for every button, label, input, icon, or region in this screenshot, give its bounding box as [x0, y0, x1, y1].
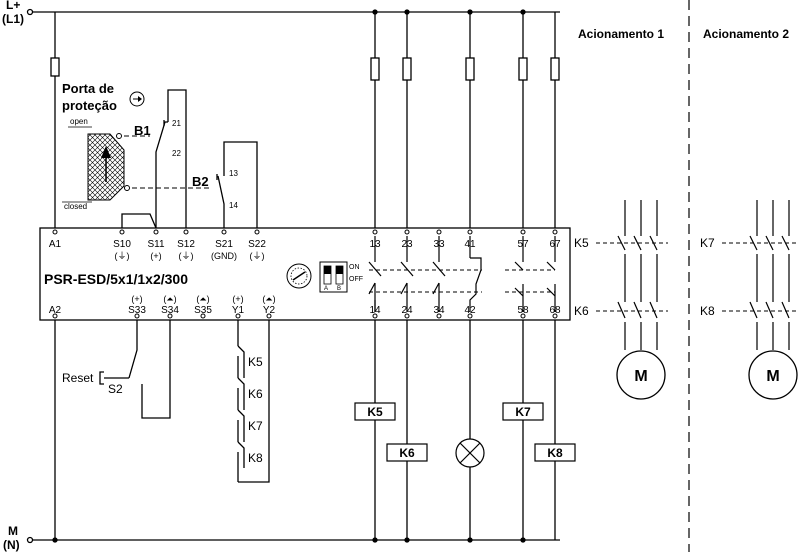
terminal-y1: Y1(+)	[232, 294, 245, 319]
drive1-power-lines	[617, 200, 658, 350]
drive1-contactor-bottom: K6	[574, 304, 589, 318]
terminal-s21: S21(GND)	[211, 229, 237, 261]
terminal-s33: S33(+)	[128, 294, 146, 319]
dip-on-label: ON	[349, 264, 360, 271]
indicator-lamp	[455, 438, 485, 468]
svg-text:(+): (+)	[150, 251, 161, 261]
svg-text:S33: S33	[128, 305, 146, 316]
terminal-s10: S10(⏚)	[113, 229, 131, 261]
output-branches	[372, 320, 556, 543]
guard-rotation-icon	[129, 91, 145, 107]
svg-text:(GND): (GND)	[211, 251, 237, 261]
svg-text:A1: A1	[49, 239, 62, 250]
reset-label: Reset	[62, 371, 94, 385]
terminal-a2: A2	[49, 305, 62, 319]
supply-top-sublabel: (L1)	[2, 12, 24, 26]
svg-text:M: M	[766, 368, 779, 385]
terminal-s34: S34(⏶)	[161, 294, 179, 319]
internal-linkage	[369, 269, 555, 293]
drive1-contactor-links	[596, 242, 668, 312]
svg-text:(⏶): (⏶)	[163, 294, 176, 304]
coil-k7: K7	[502, 402, 544, 421]
svg-text:K8: K8	[248, 451, 263, 465]
drive2-contactor-bottom: K8	[700, 304, 715, 318]
drive1-motor: M	[616, 350, 666, 400]
svg-text:B: B	[337, 286, 341, 292]
module-name: PSR-ESD/5x1/1x2/300	[44, 271, 188, 287]
svg-text:K6: K6	[248, 387, 263, 401]
svg-text:S10: S10	[113, 239, 131, 250]
guard-actuator-lines	[124, 135, 212, 189]
terminal-s12: S12(⏚)	[177, 229, 195, 261]
drive2-contactor-top: K7	[700, 236, 715, 250]
supply-bottom-label: M	[8, 524, 18, 538]
guard-closed-label: closed	[64, 202, 87, 211]
drive1-contactor-top: K5	[574, 236, 589, 250]
supply-bottom-sublabel: (N)	[3, 538, 20, 552]
b2-contact	[216, 141, 258, 228]
terminal-a1: A1	[49, 229, 62, 250]
dip-switch: A B	[319, 261, 348, 293]
svg-text:K5: K5	[367, 405, 383, 419]
svg-text:K7: K7	[515, 405, 531, 419]
svg-text:S34: S34	[161, 305, 179, 316]
svg-text:S35: S35	[194, 305, 212, 316]
svg-text:(⏚): (⏚)	[250, 251, 265, 261]
coil-k6: K6	[386, 443, 428, 462]
svg-text:(+): (+)	[232, 294, 243, 304]
svg-text:Y1: Y1	[232, 305, 245, 316]
svg-text:(⏶): (⏶)	[262, 294, 275, 304]
b1-contact	[155, 89, 187, 228]
svg-text:Y2: Y2	[263, 305, 276, 316]
terminal-y2: Y2(⏶)	[262, 294, 276, 319]
rotary-selector	[286, 263, 312, 289]
svg-text:S21: S21	[215, 239, 233, 250]
output-feeds	[370, 9, 560, 228]
terminal-s11: S11(+)	[147, 229, 165, 261]
svg-text:M: M	[634, 368, 647, 385]
svg-text:K7: K7	[248, 419, 263, 433]
b2-pin-bottom: 14	[229, 201, 238, 210]
drive2-motor: M	[748, 350, 798, 400]
b2-label: B2	[192, 174, 209, 189]
drive1-title: Acionamento 1	[578, 27, 664, 41]
svg-text:K5: K5	[248, 355, 263, 369]
b1-label: B1	[134, 123, 151, 138]
drive2-contactor-links	[722, 242, 798, 312]
reset-circuit	[99, 320, 171, 419]
svg-text:(⏚): (⏚)	[115, 251, 130, 261]
dip-off-label: OFF	[349, 276, 363, 283]
svg-text:S11: S11	[147, 239, 164, 250]
svg-text:(⏚): (⏚)	[179, 251, 194, 261]
reset-switch-name: S2	[108, 382, 123, 396]
drive2-power-lines	[749, 200, 790, 350]
terminal-s35: S35(⏶)	[194, 294, 212, 319]
svg-text:K6: K6	[399, 446, 415, 460]
supply-top-label: L+	[6, 0, 20, 12]
coil-k5: K5	[354, 402, 396, 421]
svg-text:A: A	[324, 286, 328, 292]
svg-text:K8: K8	[547, 446, 563, 460]
feedback-contact-labels: K5 K6 K7 K8	[248, 355, 263, 465]
svg-text:(⏶): (⏶)	[196, 294, 209, 304]
svg-text:S12: S12	[177, 239, 195, 250]
a1-branch	[50, 12, 60, 543]
svg-text:S22: S22	[248, 239, 266, 250]
svg-text:(+): (+)	[131, 294, 142, 304]
svg-text:A2: A2	[49, 305, 62, 316]
coil-k8: K8	[534, 443, 576, 462]
guard-open-label: open	[70, 117, 88, 126]
b2-pin-top: 13	[229, 169, 238, 178]
guard-title-line2: proteção	[62, 98, 117, 113]
b1-pin-top: 21	[172, 119, 181, 128]
terminal-s22: S22(⏚)	[248, 229, 266, 261]
drive2-title: Acionamento 2	[703, 27, 789, 41]
feedback-loop	[237, 320, 270, 483]
guard-door-symbol	[87, 133, 125, 201]
internal-contacts	[368, 236, 556, 312]
b1-pin-bottom: 22	[172, 149, 181, 158]
guard-title-line1: Porta de	[62, 81, 114, 96]
